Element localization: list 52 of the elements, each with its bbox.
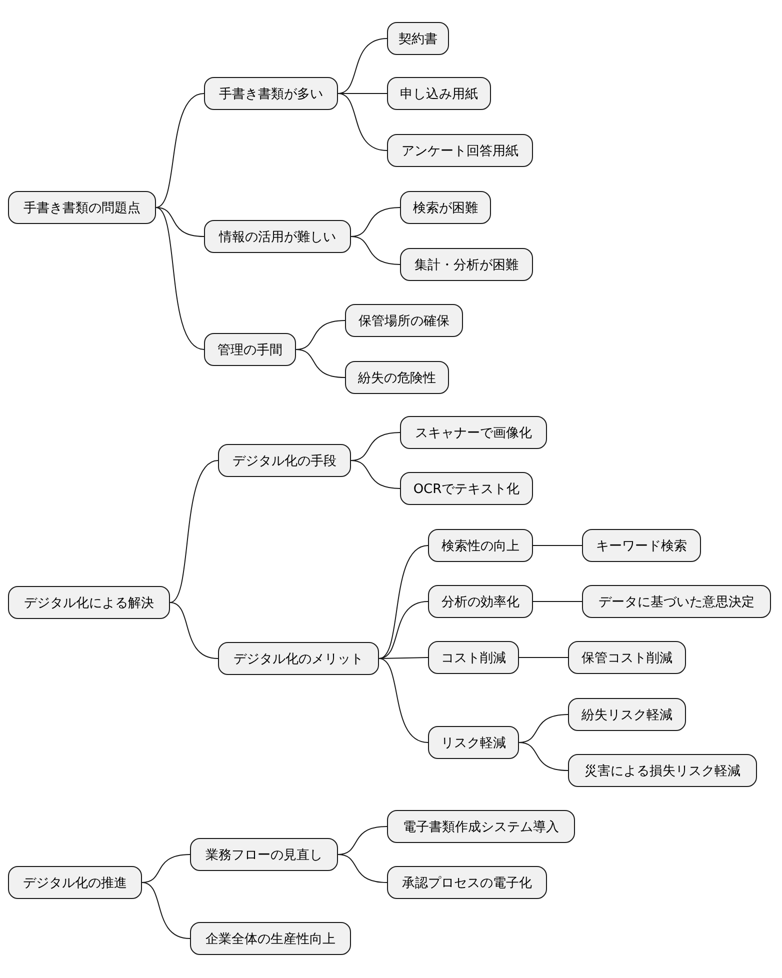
connector-line xyxy=(518,657,568,658)
connector-line xyxy=(532,601,582,602)
topic-node: 電子書類作成システム導入 xyxy=(387,810,575,843)
topic-node: デジタル化のメリット xyxy=(218,642,379,675)
topic-node: キーワード検索 xyxy=(582,529,701,562)
topic-node: アンケート回答用紙 xyxy=(387,134,533,167)
topic-node: 契約書 xyxy=(387,22,449,55)
connector-line xyxy=(338,38,388,94)
connector-line xyxy=(296,349,346,378)
topic-node: 保管コスト削減 xyxy=(568,641,686,674)
connector-line xyxy=(156,93,204,208)
connector-line xyxy=(142,854,190,883)
topic-node: 管理の手間 xyxy=(204,333,296,366)
topic-node: スキャナーで画像化 xyxy=(400,416,547,449)
connector-line xyxy=(338,93,388,94)
topic-node: 検索が困難 xyxy=(400,191,491,224)
connector-line xyxy=(532,545,582,546)
connector-line xyxy=(378,657,428,659)
topic-node: 保管場所の確保 xyxy=(345,304,463,337)
topic-node: 企業全体の生産性向上 xyxy=(190,922,351,955)
topic-node: 申し込み用紙 xyxy=(387,77,491,110)
connector-line xyxy=(350,236,400,265)
topic-node: 手書き書類の問題点 xyxy=(8,191,156,224)
topic-node: OCRでテキスト化 xyxy=(400,472,533,505)
connector-line xyxy=(350,460,400,489)
topic-node: 分析の効率化 xyxy=(428,585,533,618)
topic-node: 業務フローの見直し xyxy=(190,838,338,871)
topic-node: 紛失リスク軽減 xyxy=(568,698,686,731)
connector-line xyxy=(170,602,218,659)
topic-node: 災害による損失リスク軽減 xyxy=(568,754,757,787)
topic-node: 情報の活用が難しい xyxy=(204,220,351,253)
connector-line xyxy=(170,460,218,603)
topic-node: リスク軽減 xyxy=(428,726,519,759)
topic-node: デジタル化の手段 xyxy=(218,444,351,477)
topic-node: 手書き書類が多い xyxy=(204,77,338,110)
topic-node: 紛失の危険性 xyxy=(345,361,449,394)
connector-line xyxy=(378,545,428,659)
topic-node: デジタル化の推進 xyxy=(8,866,142,899)
connector-line xyxy=(338,93,388,151)
topic-node: 検索性の向上 xyxy=(428,529,533,562)
connector-line xyxy=(378,601,428,659)
connector-line xyxy=(518,742,568,771)
topic-node: 承認プロセスの電子化 xyxy=(387,866,547,899)
connector-line xyxy=(156,207,204,350)
topic-node: データに基づいた意思決定 xyxy=(582,585,771,618)
topic-node: デジタル化による解決 xyxy=(8,586,170,619)
topic-node: 集計・分析が困難 xyxy=(400,248,533,281)
connector-line xyxy=(156,207,204,237)
connector-line xyxy=(378,658,428,743)
connector-line xyxy=(142,882,190,939)
topic-node: コスト削減 xyxy=(428,641,519,674)
connector-line xyxy=(338,854,388,883)
